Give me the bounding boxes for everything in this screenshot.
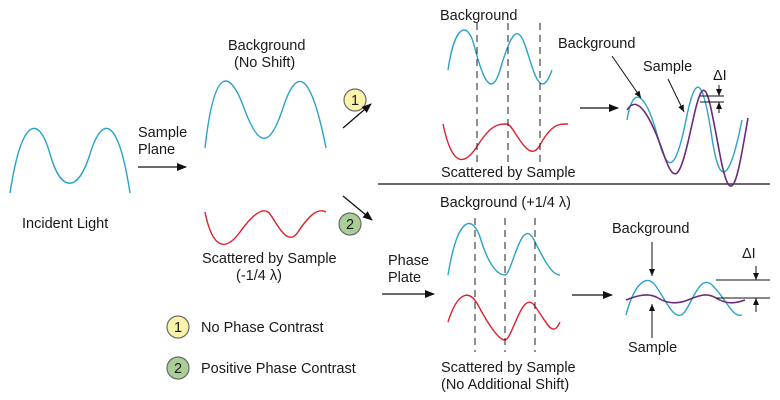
badge-two: [338, 212, 362, 236]
top-scattered-wave: [442, 123, 569, 161]
scattered-left-wave: [204, 210, 327, 245]
bg-noshift-label-line1: Background: [228, 38, 305, 54]
legend-badge-one-text: 1: [174, 320, 182, 336]
legend-badge-one: [166, 315, 190, 339]
bottom-result-background-wave: [625, 279, 743, 316]
top-scattered-label: Scattered by Sample: [441, 165, 576, 181]
path-one-arrow: [342, 103, 372, 129]
incident-light-label: Incident Light: [22, 216, 108, 232]
bg-noshift-label-line2: (No Shift): [234, 55, 295, 71]
bottom-background-wave: [447, 222, 561, 276]
badge-two-text: 2: [346, 217, 354, 233]
scattered-left-label-line1: Scattered by Sample: [202, 251, 337, 267]
sample-plane-label-line2: Plane: [138, 142, 175, 158]
legend-badge-two: [166, 356, 190, 380]
top-result-background-pointer: [611, 55, 642, 99]
badge-one-text: 1: [351, 93, 359, 109]
top-result-background-label: Background: [558, 36, 635, 52]
bottom-scattered-label-line2: (No Additional Shift): [441, 377, 569, 393]
background-noshift-wave: [204, 80, 327, 149]
phase-plate-label-line2: Plate: [388, 270, 421, 286]
phase-plate-label-line1: Phase: [388, 253, 429, 269]
bottom-result-sample-label: Sample: [628, 340, 677, 356]
path-two-arrow: [342, 195, 373, 221]
top-delta-i-label: ΔI: [713, 68, 727, 84]
top-background-wave: [447, 29, 553, 85]
top-background-label: Background: [440, 8, 517, 24]
top-result-sample-label: Sample: [643, 59, 692, 75]
top-result-sample-wave: [626, 89, 749, 187]
bottom-scattered-label-line1: Scattered by Sample: [441, 360, 576, 376]
bottom-result-sample-wave: [625, 294, 746, 304]
legend-badge-two-text: 2: [174, 361, 182, 377]
bottom-background-label: Background (+1/4 λ): [440, 195, 571, 211]
scattered-left-label-line2: (-1/4 λ): [236, 268, 282, 284]
legend-positive-phase-contrast: Positive Phase Contrast: [201, 361, 356, 377]
top-result-background-wave: [626, 86, 743, 173]
badge-one: [343, 88, 367, 112]
incident-light-wave: [9, 127, 131, 194]
bottom-delta-i-label: ΔI: [742, 246, 756, 262]
bottom-scattered-wave: [447, 294, 561, 341]
bottom-result-background-label: Background: [612, 221, 689, 237]
top-result-sample-pointer: [667, 78, 685, 113]
legend-no-phase-contrast: No Phase Contrast: [201, 320, 324, 336]
sample-plane-label-line1: Sample: [138, 125, 187, 141]
